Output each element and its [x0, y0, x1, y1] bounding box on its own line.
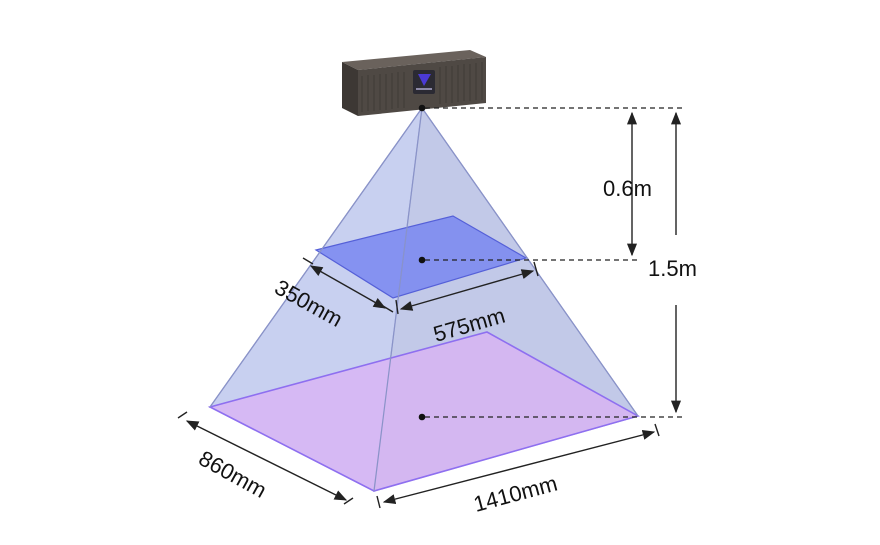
far-length-label: 1410mm: [471, 471, 560, 517]
near-length-tick-a: [395, 299, 399, 315]
far-width-arrow: [185, 420, 348, 501]
near-length-arrow: [399, 269, 535, 311]
far-width-tick-a: [177, 411, 188, 419]
near-distance-label: 0.6m: [603, 176, 652, 201]
pyramid-left-edge: [209, 107, 423, 408]
pyramid-front-edge: [373, 107, 423, 492]
far-plane-center-dot: [418, 413, 426, 421]
far-length-tick-b: [654, 423, 660, 437]
near-width-arrow: [309, 265, 387, 309]
far-length-arrow: [382, 429, 656, 505]
far-distance-label: 1.5m: [648, 256, 697, 281]
camera-origin-dot: [418, 104, 426, 112]
far-length-tick-a: [376, 495, 381, 509]
camera-logo-icon: [418, 74, 431, 86]
near-width-tick-a: [302, 257, 314, 265]
pyramid-right-edge: [421, 107, 639, 417]
far-width-tick-b: [343, 497, 354, 505]
near-length-tick-b: [533, 261, 539, 277]
near-plane-center-dot: [418, 256, 426, 264]
depth-camera-icon: [342, 50, 486, 116]
far-width-label: 860mm: [195, 446, 271, 503]
